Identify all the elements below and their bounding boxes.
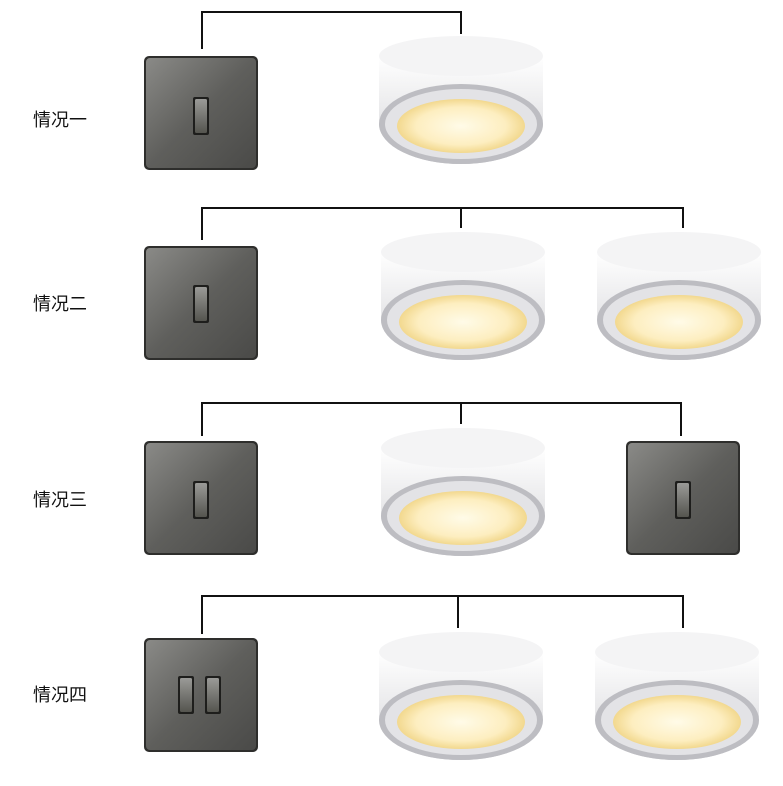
ceiling-lamp (595, 632, 759, 760)
wire (201, 11, 462, 49)
wall-switch (144, 638, 258, 752)
wire (201, 207, 684, 240)
switch-rocker (193, 285, 209, 323)
switch-rocker-right (205, 676, 221, 714)
ceiling-lamp (381, 428, 545, 556)
wire (201, 595, 684, 634)
ceiling-lamp (597, 232, 761, 360)
ceiling-lamp (381, 232, 545, 360)
case-4 (144, 595, 759, 760)
ceiling-lamp (379, 36, 543, 164)
case-2 (144, 207, 761, 360)
case-1 (144, 11, 543, 170)
switch-rocker (675, 481, 691, 519)
switch-rocker-left (178, 676, 194, 714)
ceiling-lamp (379, 632, 543, 760)
switch-rocker (193, 97, 209, 135)
case-label-2: 情况二 (33, 294, 87, 315)
switch-rocker (193, 481, 209, 519)
case-label-1: 情况一 (33, 110, 87, 131)
wire (201, 402, 682, 436)
case-label-4: 情况四 (33, 685, 87, 706)
case-label-3: 情况三 (33, 490, 87, 511)
case-3 (144, 402, 740, 556)
